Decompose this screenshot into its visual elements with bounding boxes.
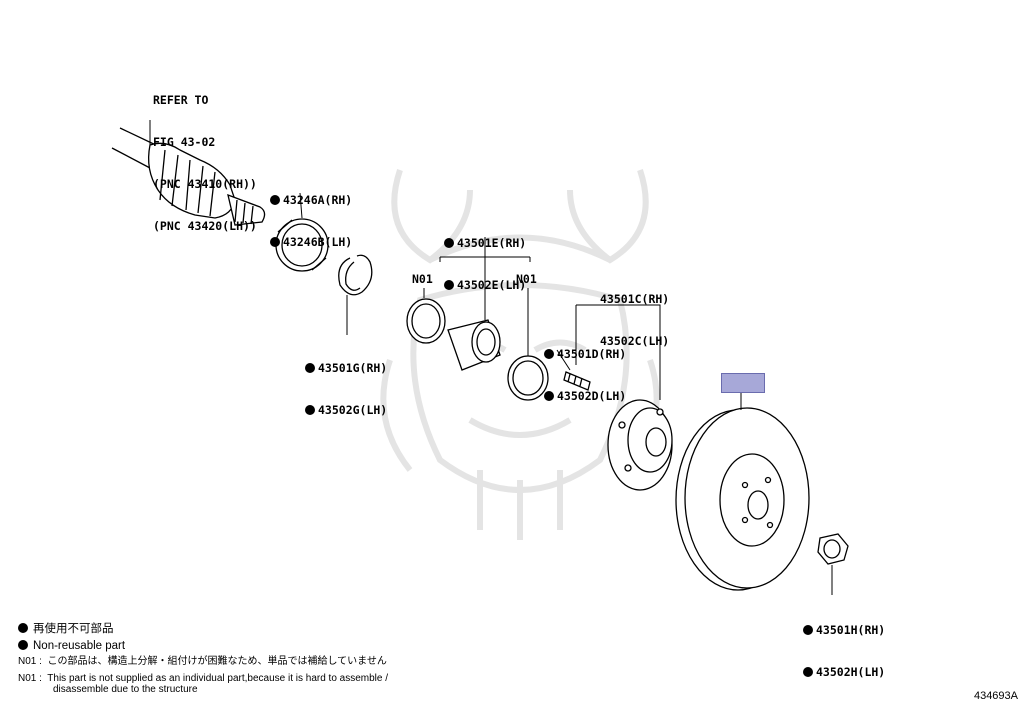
part-label-43501G[interactable]: 43501G(RH) 43502G(LH) <box>305 333 387 431</box>
part-label-43501C[interactable]: 43501C(RH) 43502C(LH) <box>600 264 669 362</box>
refer-line-3: (PNC 43410(RH)) <box>153 177 257 191</box>
part-label-43501E[interactable]: 43501E(RH) 43502E(LH) <box>444 208 526 306</box>
part-number-lh: 43502E(LH) <box>457 278 527 292</box>
refer-line-2: FIG 43-02 <box>153 135 216 149</box>
legend-n01-en-line1: N01 : This part is not supplied as an in… <box>18 673 389 684</box>
nonreusable-dot-icon <box>803 625 813 635</box>
n01-label-right: N01 <box>516 272 537 286</box>
part-number-lh: 43246B(LH) <box>283 235 353 249</box>
highlighted-part-callout[interactable] <box>721 373 765 393</box>
drive-shaft <box>111 127 266 226</box>
refer-line-4: (PNC 43420(LH)) <box>153 219 257 233</box>
axle-hub <box>607 399 673 491</box>
snap-ring <box>338 254 373 296</box>
part-number-rh: 43501G(RH) <box>318 361 388 375</box>
nonreusable-dot-icon <box>444 280 454 290</box>
bearing-group <box>406 298 549 401</box>
refer-line-1: REFER TO <box>153 93 209 107</box>
illustration-id: 434693A <box>973 690 1018 702</box>
part-number-rh: 43501D(RH) <box>557 347 627 361</box>
nonreusable-dot-icon <box>270 237 280 247</box>
nonreusable-dot-icon <box>305 363 315 373</box>
part-number-lh: 43502H(LH) <box>816 665 886 679</box>
nonreusable-dot-icon <box>544 391 554 401</box>
nonreusable-dot-icon <box>544 349 554 359</box>
nonreusable-dot-icon <box>803 667 813 677</box>
hub-bolt <box>563 371 591 391</box>
part-label-43501D[interactable]: 43501D(RH) 43502D(LH) <box>544 319 626 417</box>
part-label-43501H[interactable]: 43501H(RH) 43502H(LH) <box>803 595 885 693</box>
legend-nonreusable-jp: 再使用不可部品 <box>18 622 114 636</box>
part-number-rh: 43246A(RH) <box>283 193 353 207</box>
part-number-lh: 43502D(LH) <box>557 389 627 403</box>
leader-lines <box>149 120 833 595</box>
nonreusable-dot-icon <box>18 623 28 633</box>
part-number-rh: 43501C(RH) <box>600 292 670 306</box>
part-number-rh: 43501H(RH) <box>816 623 886 637</box>
dust-deflector-ring <box>275 218 329 272</box>
hub-nut <box>817 533 849 565</box>
brake-disc <box>675 407 810 591</box>
legend-n01-jp: N01 : この部品は、構造上分解・組付けが困難なため、単品では補給していません <box>18 656 387 667</box>
part-number-lh: 43502G(LH) <box>318 403 388 417</box>
n01-label-left: N01 <box>412 272 433 286</box>
refer-to-label: REFER TO FIG 43-02 (PNC 43410(RH)) (PNC … <box>153 65 257 247</box>
nonreusable-dot-icon <box>18 640 28 650</box>
part-number-lh: 43502C(LH) <box>600 334 670 348</box>
part-number-rh: 43501E(RH) <box>457 236 527 250</box>
part-label-43246[interactable]: 43246A(RH) 43246B(LH) <box>270 165 352 263</box>
legend-n01-en-line2: disassemble due to the structure <box>53 684 198 695</box>
nonreusable-dot-icon <box>444 238 454 248</box>
legend-nonreusable-en: Non-reusable part <box>18 639 125 653</box>
nonreusable-dot-icon <box>305 405 315 415</box>
nonreusable-dot-icon <box>270 195 280 205</box>
